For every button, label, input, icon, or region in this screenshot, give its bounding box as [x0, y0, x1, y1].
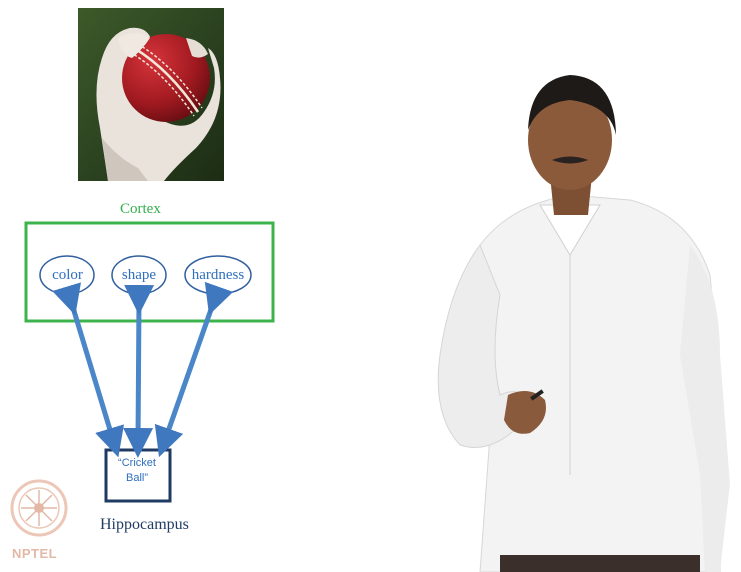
cricket-ball-memory-label: “Cricket Ball”: [118, 457, 156, 484]
presenter-image: [437, 75, 730, 572]
hippocampus-label: Hippocampus: [100, 516, 189, 533]
color-node-label: color: [52, 267, 83, 283]
shape-node: shape: [112, 256, 166, 294]
nptel-logo-icon: [10, 479, 68, 537]
hippocampus-box-content: “Cricket Ball”: [105, 449, 169, 501]
color-node: color: [40, 256, 95, 294]
cricket-ball-photo: [78, 8, 224, 181]
hardness-node-label: hardness: [191, 267, 245, 283]
hardness-node: hardness: [185, 256, 251, 294]
arrow-color-hippocampus: [52, 282, 125, 458]
arrow-shape-hippocampus: [123, 284, 155, 458]
shape-node-label: shape: [121, 267, 157, 283]
nptel-logo-text: NPTEL: [12, 546, 58, 561]
cortex-title: Cortex: [120, 201, 161, 217]
arrow-hardness-hippocampus: [154, 281, 234, 458]
connection-arrows: [52, 281, 234, 458]
